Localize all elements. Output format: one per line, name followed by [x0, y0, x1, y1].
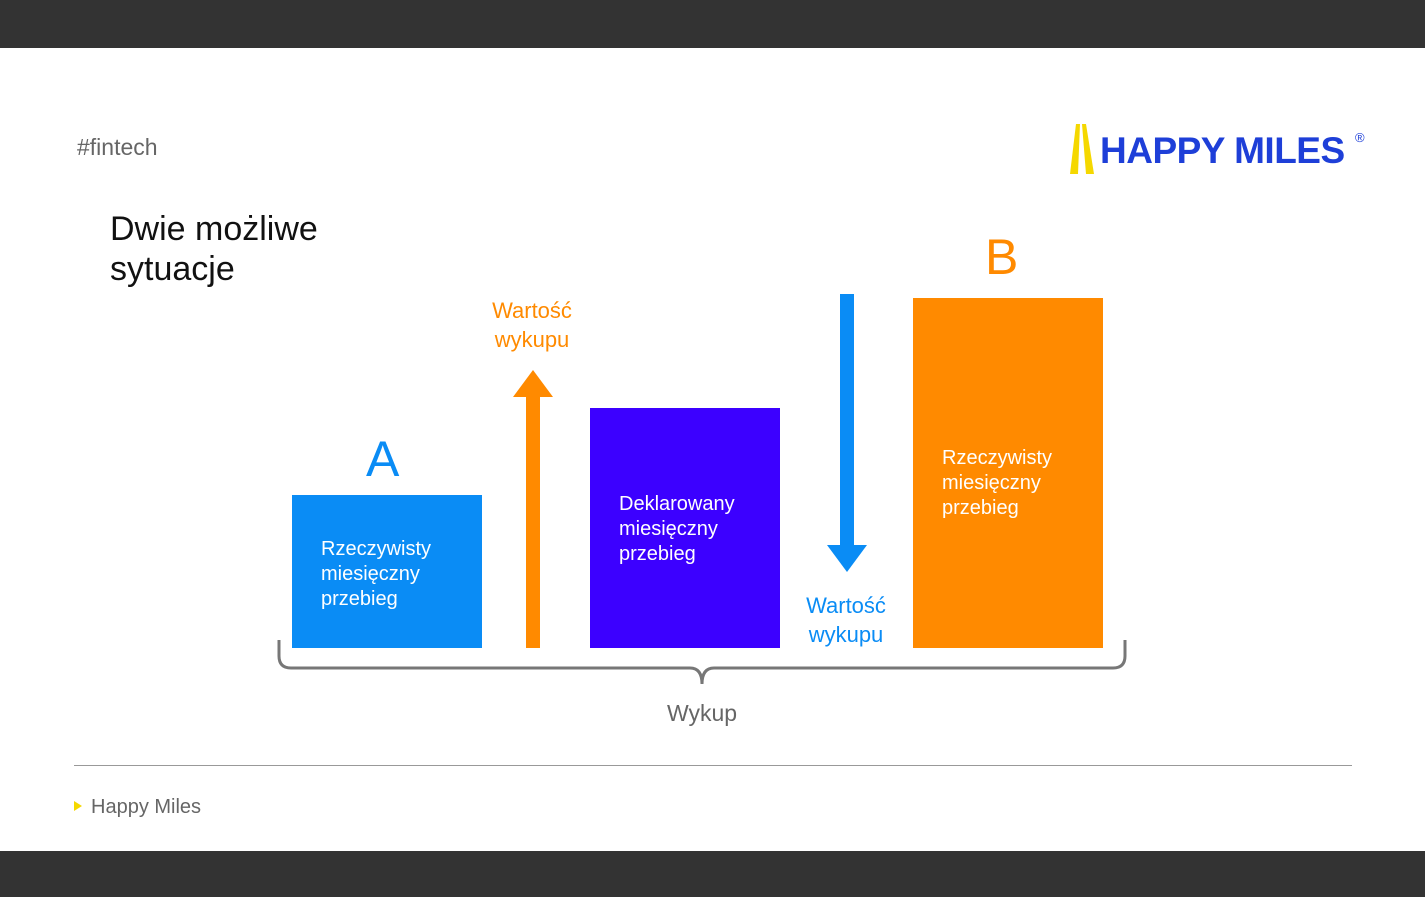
page-title: Dwie możliwe sytuacje: [110, 209, 410, 289]
logo-wordmark: HAPPY MILES: [1100, 130, 1345, 171]
happy-miles-logo: HAPPY MILES ®: [1068, 122, 1368, 178]
actual-mileage-block-a: Rzeczywisty miesięczny przebieg: [292, 495, 482, 648]
scenario-b-letter: B: [985, 229, 1019, 285]
road-logo-icon: [1070, 124, 1094, 174]
label-down-line-2: wykupu: [808, 622, 884, 647]
declared-line-3: przebieg: [619, 543, 696, 565]
play-triangle-icon: [74, 800, 82, 811]
buyout-value-label-up: Wartość wykupu: [462, 296, 602, 354]
declared-mileage-block: Deklarowany miesięczny przebieg: [590, 408, 780, 648]
declared-block-text: Deklarowany miesięczny przebieg: [619, 492, 769, 567]
arrow-up-icon: [513, 370, 553, 648]
block-a-text: Rzeczywisty miesięczny przebieg: [321, 537, 471, 612]
block-b-text: Rzeczywisty miesięczny przebieg: [942, 446, 1092, 521]
declared-line-2: miesięczny: [619, 518, 718, 540]
footer-text: Happy Miles: [91, 796, 202, 818]
label-up-line-2: wykupu: [494, 327, 570, 352]
hashtag-label: #fintech: [77, 134, 158, 160]
label-up-line-1: Wartość: [492, 298, 572, 323]
block-b-line-1: Rzeczywisty: [942, 447, 1053, 469]
bottom-letterbox-bar: [0, 851, 1425, 897]
arrow-down-icon: [827, 294, 867, 572]
block-b-line-2: miesięczny: [942, 472, 1041, 494]
declared-line-1: Deklarowany: [619, 493, 735, 515]
actual-mileage-block-b: Rzeczywisty miesięczny przebieg: [913, 298, 1103, 648]
buyout-label: Wykup: [666, 700, 738, 726]
scenario-a-letter: A: [366, 431, 400, 487]
footer: Happy Miles: [74, 796, 201, 819]
curly-brace: [277, 640, 1127, 685]
footer-divider: [74, 765, 1352, 766]
page-title-line-2: sytuacje: [110, 250, 235, 288]
page-title-line-1: Dwie możliwe: [110, 210, 318, 248]
registered-mark: ®: [1355, 130, 1365, 145]
block-a-line-1: Rzeczywisty: [321, 538, 432, 560]
label-down-line-1: Wartość: [806, 593, 886, 618]
block-a-line-3: przebieg: [321, 588, 398, 610]
block-b-line-3: przebieg: [942, 497, 1019, 519]
block-a-line-2: miesięczny: [321, 563, 420, 585]
buyout-value-label-down: Wartość wykupu: [776, 591, 916, 649]
top-letterbox-bar: [0, 0, 1425, 48]
